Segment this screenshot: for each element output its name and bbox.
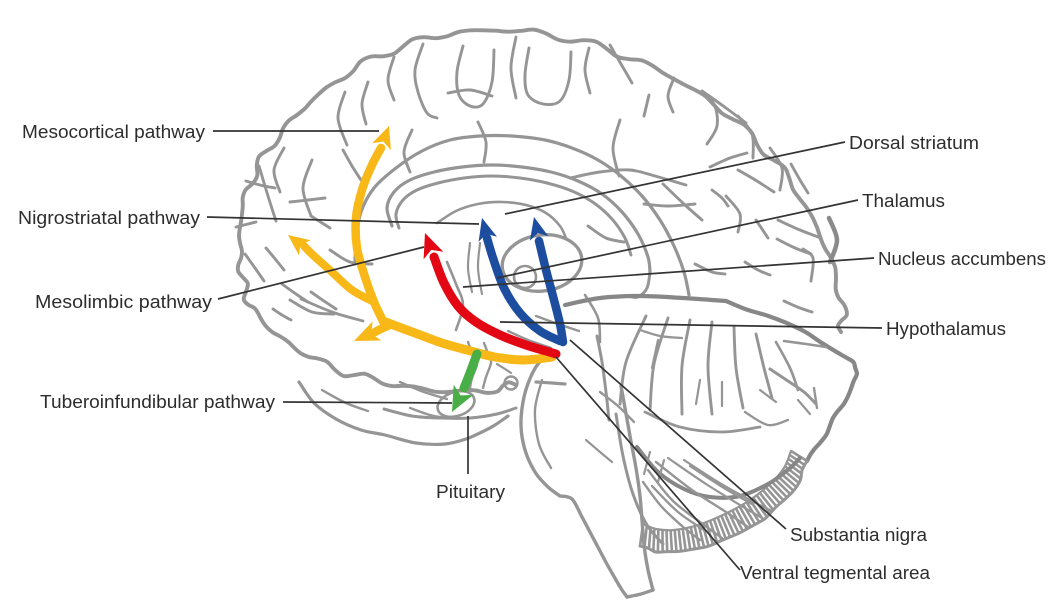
svg-text:Tuberoinfundibular pathway: Tuberoinfundibular pathway: [40, 392, 275, 412]
svg-text:Mesolimbic pathway: Mesolimbic pathway: [35, 292, 212, 312]
svg-text:Thalamus: Thalamus: [862, 191, 945, 211]
svg-text:Dorsal striatum: Dorsal striatum: [849, 133, 979, 153]
svg-text:Hypothalamus: Hypothalamus: [886, 319, 1006, 339]
svg-text:Nucleus accumbens: Nucleus accumbens: [878, 249, 1046, 269]
svg-text:Substantia nigra: Substantia nigra: [790, 525, 928, 545]
svg-text:Mesocortical pathway: Mesocortical pathway: [22, 122, 205, 142]
svg-text:Pituitary: Pituitary: [436, 482, 505, 502]
svg-text:Nigrostriatal pathway: Nigrostriatal pathway: [18, 208, 200, 228]
svg-text:Ventral tegmental area: Ventral tegmental area: [740, 563, 931, 583]
